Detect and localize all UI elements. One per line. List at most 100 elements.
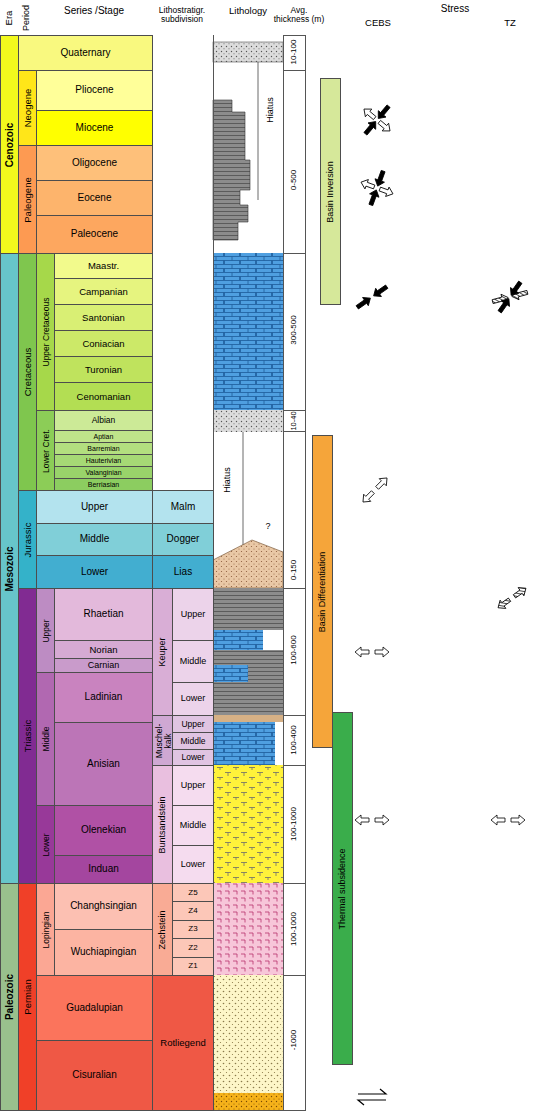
art-shape <box>243 432 244 545</box>
lithology-column <box>152 35 306 1111</box>
art-shape <box>152 35 306 1111</box>
unit-name: Turonian <box>85 365 122 375</box>
unit-name: Upper Cretaceous <box>41 298 50 367</box>
art-shape <box>213 682 283 715</box>
unit-name: Lower <box>81 567 108 578</box>
lithostrat-unit: Z2 <box>172 938 214 957</box>
stage-band: Changhsingian <box>54 883 153 930</box>
thickness-value: 0-500 <box>290 170 299 190</box>
unit-name: Keuper <box>158 637 167 666</box>
lithostrat-unit: Upper <box>172 715 214 733</box>
uncertainty-mark: ? <box>265 522 270 532</box>
unit-name: Coniacian <box>82 339 124 349</box>
stage-band: Miocene <box>36 110 153 146</box>
unit-name: Upper <box>181 720 204 729</box>
unit-name: Quaternary <box>60 48 110 59</box>
art-shape <box>213 883 283 975</box>
art-shape <box>491 815 525 825</box>
stage-band: Carnian <box>54 658 153 673</box>
unit-name: Thermal subsidence <box>338 848 347 929</box>
lithostrat-unit: Middle <box>172 732 214 750</box>
unit-name: Berriasian <box>88 481 120 488</box>
era-band: Mesozoic <box>0 253 19 884</box>
hiatus-label: Hiatus <box>223 467 233 493</box>
unit-name: Cretaceous <box>23 348 33 397</box>
unit-name: Malm <box>171 502 195 513</box>
stage-band: Campanian <box>54 278 153 305</box>
unit-name: Lias <box>174 567 192 578</box>
lithostrat-unit: Middle <box>172 640 214 683</box>
column-header: Lithostratigr. subdivision <box>152 6 212 25</box>
unit-name: Norian <box>90 645 118 655</box>
thickness-value: 100-600 <box>290 635 299 664</box>
stage-band: Coniacian <box>54 330 153 357</box>
art-shape <box>213 1093 283 1110</box>
unit-name: Mesozoic <box>4 546 15 591</box>
column-header: Lithology <box>229 6 267 16</box>
unit-name: Santonian <box>82 313 125 323</box>
lithostrat-unit: Buntsandstein <box>152 765 173 884</box>
stage-band: Maastr. <box>54 253 153 279</box>
lithostrat-unit: Z3 <box>172 920 214 939</box>
period-band: Permian <box>18 883 37 1111</box>
unit-name: Oligocene <box>72 158 117 169</box>
series-band: Lopingian <box>36 883 55 976</box>
stage-band: Paleocene <box>36 215 153 254</box>
thickness-value: 100-400 <box>290 725 299 754</box>
hiatus-label: Hiatus <box>266 97 276 123</box>
series-band: Upper <box>36 490 153 524</box>
series-band: Lower <box>36 555 153 589</box>
period-band: Cretaceous <box>18 253 37 491</box>
unit-name: Ladinian <box>85 692 123 703</box>
lithostrat-unit: Lower <box>172 682 214 716</box>
unit-name: Upper <box>41 619 50 642</box>
period-band: Triassic <box>18 588 37 884</box>
art-shape <box>213 100 250 240</box>
lithostrat-unit: Rotliegend <box>152 975 214 1111</box>
unit-name: Z2 <box>188 944 197 952</box>
series-band: Lower Cret. <box>36 410 55 491</box>
thickness-value: 10-40 <box>290 411 298 430</box>
art-shape <box>358 1089 386 1094</box>
period-band: Jurassic <box>18 490 37 589</box>
art-shape <box>358 1100 386 1105</box>
unit-name: Basin Differentiation <box>318 551 327 631</box>
tectonic-phase-bar: Thermal subsidence <box>332 712 353 1065</box>
era-band: Paleozoic <box>0 883 19 1111</box>
art-shape <box>213 715 283 722</box>
series-band: Upper <box>36 588 55 673</box>
art-shape <box>213 650 283 665</box>
lithostrat-unit: Muschel- kalk <box>152 715 173 766</box>
art-shape <box>354 283 389 312</box>
unit-name: Carnian <box>88 661 120 670</box>
art-shape <box>213 722 275 765</box>
lithostrat-unit: Upper <box>172 588 214 641</box>
period-band: Neogene <box>18 70 37 146</box>
unit-name: Upper <box>181 781 206 790</box>
series-band: Middle <box>36 523 153 556</box>
stage-band: Wuchiapingian <box>54 929 153 976</box>
unit-name: Guadalupian <box>66 1003 123 1014</box>
stress-symbols <box>354 103 528 1105</box>
unit-name: Upper <box>81 502 108 513</box>
unit-name: Lower <box>181 694 206 703</box>
art-shape <box>355 815 389 825</box>
unit-name: Rhaetian <box>83 609 123 620</box>
column-header: Era <box>4 11 14 26</box>
unit-name: Lopingian <box>41 911 50 948</box>
unit-name: Anisian <box>87 759 120 770</box>
unit-name: Z1 <box>188 962 197 970</box>
art-shape <box>491 288 528 307</box>
tectonic-phase-bar: Basin Differentiation <box>312 435 333 748</box>
thickness-value: 0-150 <box>290 560 299 580</box>
lithostrat-unit: Z5 <box>172 883 214 902</box>
unit-name: Olenekian <box>81 825 126 836</box>
unit-name: Middle <box>41 726 50 751</box>
stage-band: Anisian <box>54 722 153 806</box>
lithostrat-unit: Lower <box>172 845 214 884</box>
series-band: Lower <box>36 805 55 884</box>
art-shape <box>213 765 283 883</box>
unit-name: Middle <box>180 737 205 746</box>
art-shape <box>362 103 393 137</box>
unit-name: Upper <box>181 610 206 619</box>
